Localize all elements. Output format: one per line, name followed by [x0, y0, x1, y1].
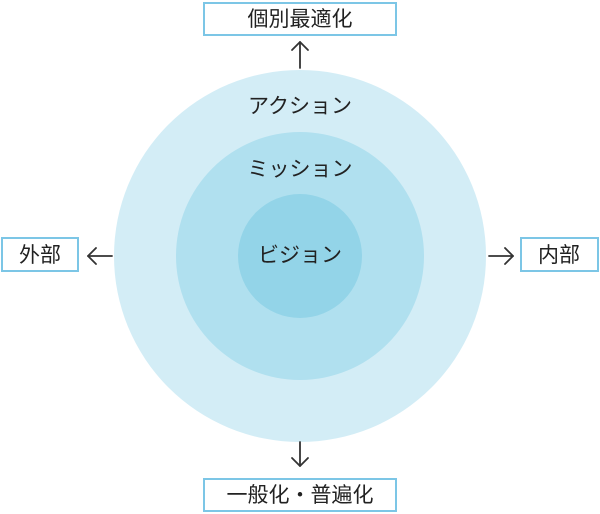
right-label-box	[520, 237, 599, 272]
inner-circle-vision	[238, 194, 362, 318]
left-label: 外部	[19, 243, 61, 267]
outer-circle-label: アクション	[248, 94, 352, 118]
arrow-down-icon	[291, 441, 309, 467]
top-label: 個別最適化	[248, 7, 353, 31]
inner-circle-label: ビジョン	[258, 243, 342, 267]
bottom-label: 一般化・普遍化	[227, 483, 374, 507]
bottom-label-box	[203, 478, 397, 512]
arrow-left-icon	[87, 247, 113, 265]
right-label: 内部	[538, 243, 580, 267]
top-label-box	[203, 2, 397, 36]
left-label-box	[1, 237, 79, 272]
arrow-right-icon	[488, 247, 514, 265]
middle-circle-label: ミッション	[248, 157, 353, 181]
arrow-up-icon	[291, 41, 309, 69]
